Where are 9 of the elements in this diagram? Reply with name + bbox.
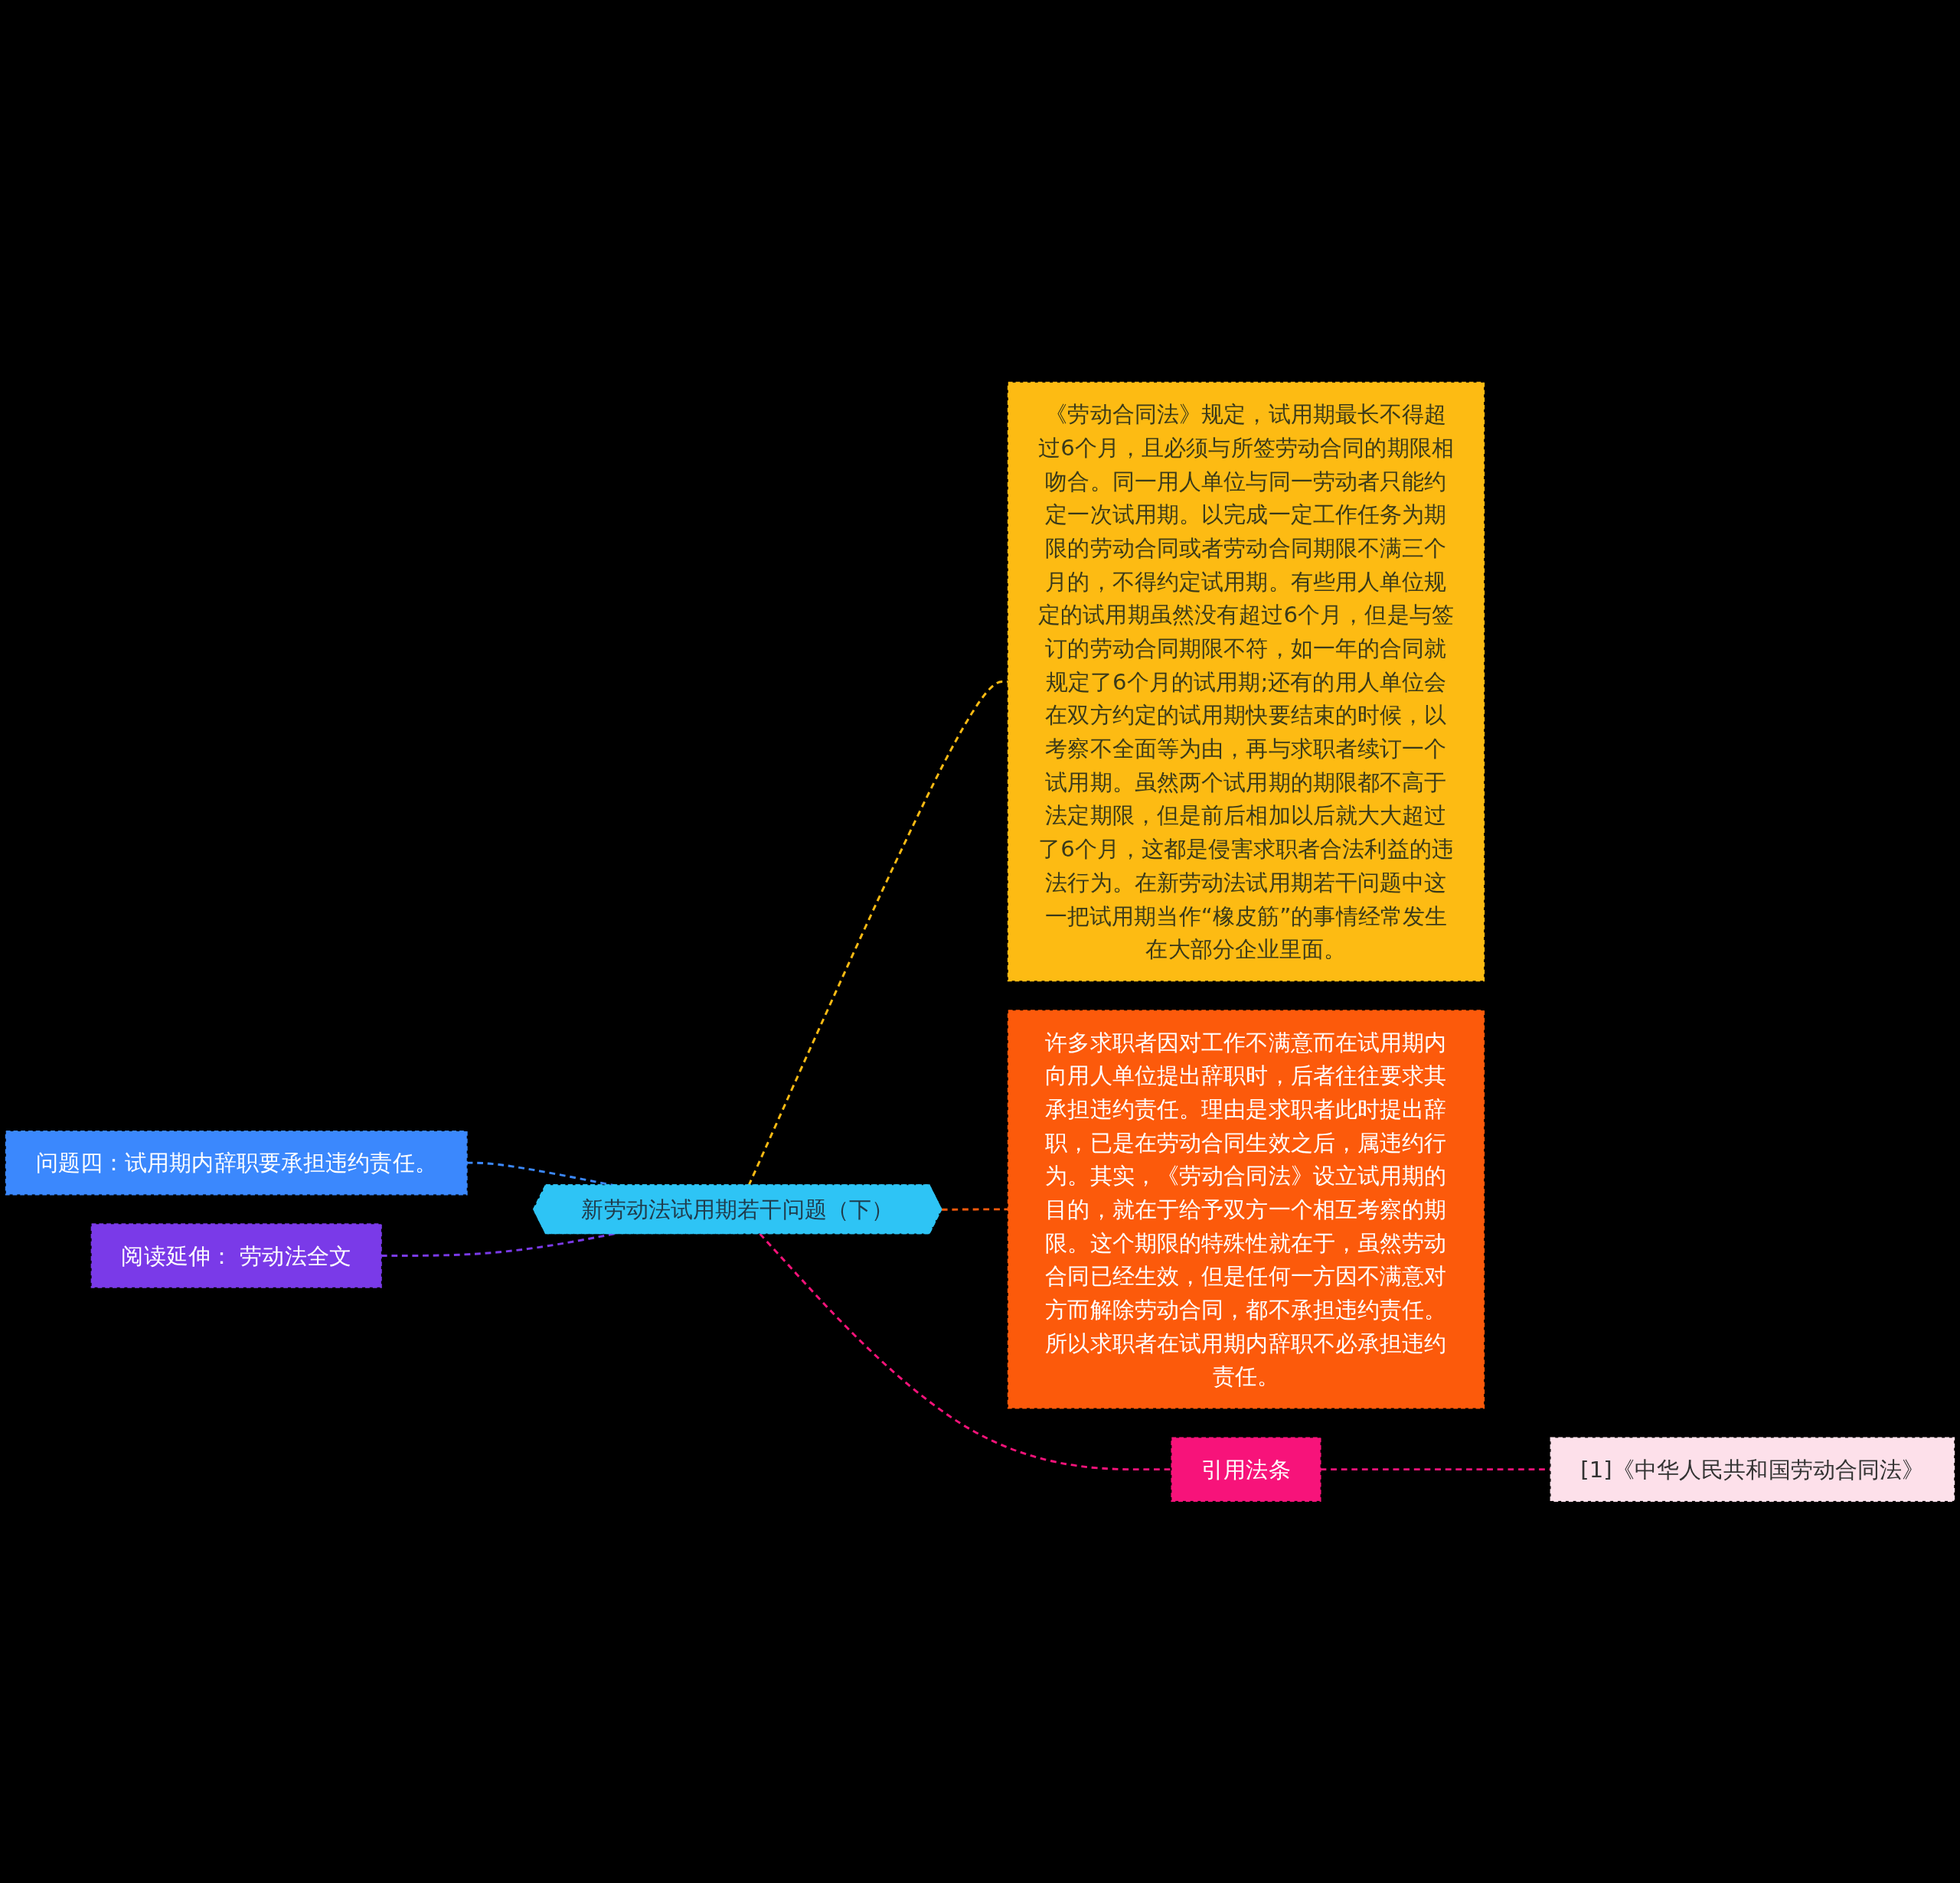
connector (941, 1208, 1008, 1211)
node-box: 《劳动合同法》规定，试用期最长不得超过6个月，且必须与所签劳动合同的期限相吻合。同一用人单位与同一劳动者只能约定一次试用期。以完成一定工作任务为期限的劳动合同或者劳动合同期限不满三个月的，不得约定试用期。有些用人单位规定的试用期虽然没有超过6个月，但是与签订的劳动合同期限不符，如一年的合同就规定了6个月的试用期;还有的用人单位会在双方约定的试用期快要结束的时候，以考察不全面等为由，再与求职者续订一个试用期。虽然两个试用期的期限都不高于法定期限，但是前后相加以后就大大超过了6个月，这都是侵害求职者合法利益的违法行为。在新劳动法试用期若干问题中这一把试用期当作“橡皮筋”的事情经常发生在大部分企业里面。 (1007, 381, 1485, 981)
node-box: 许多求职者因对工作不满意而在试用期内向用人单位提出辞职时，后者往往要求其承担违约责任。理由是求职者此时提出辞职，已是在劳动合同生效之后，属违约行为。其实，《劳动合同法》设立试用期的目的，就在于给予双方一个相互考察的期限。这个期限的特殊性就在于，虽然劳动合同已经生效，但是任何一方因不满意对方而解除劳动合同，都不承担违约责任。所以求职者在试用期内辞职不必承担违约责任。 (1007, 1009, 1485, 1409)
node-box: 问题四：试用期内辞职要承担违约责任。 (5, 1130, 468, 1196)
node-box: 引用法条 (1171, 1437, 1321, 1502)
node-box: [1]《中华人民共和国劳动合同法》 (1550, 1437, 1955, 1502)
connector (759, 1232, 1172, 1470)
node-box: 阅读延伸： 劳动法全文 (90, 1222, 382, 1288)
connector (381, 1232, 615, 1257)
